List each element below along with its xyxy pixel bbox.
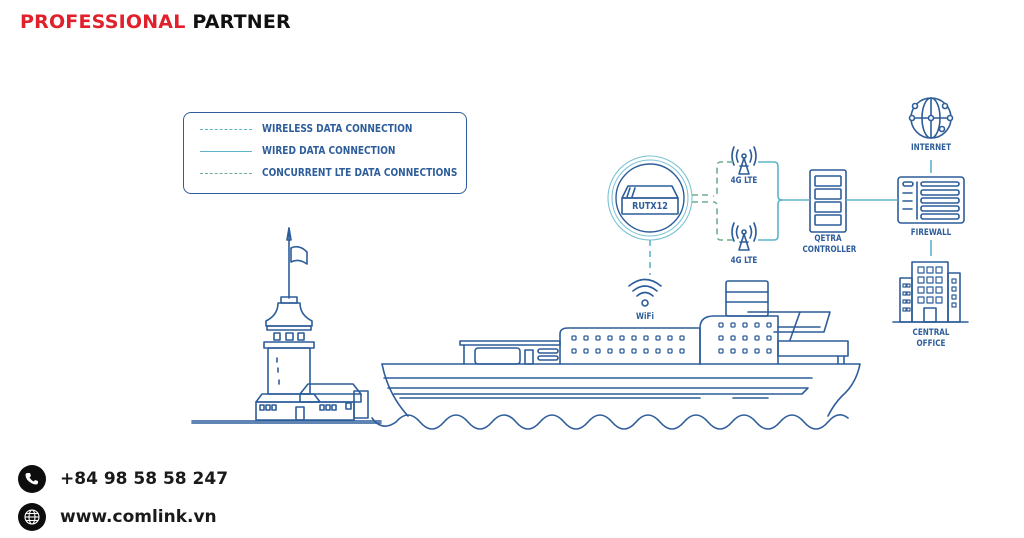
firewall-label: FIREWALL bbox=[910, 228, 952, 238]
legend-label: CONCURRENT LTE DATA CONNECTIONS bbox=[262, 167, 458, 179]
phone-icon bbox=[18, 465, 46, 493]
office-building-icon bbox=[892, 261, 969, 323]
tower-illustration bbox=[191, 227, 382, 424]
router-label: RUTX12 bbox=[632, 201, 668, 212]
ship-illustration bbox=[371, 280, 861, 430]
website-url: www.comlink.vn bbox=[60, 507, 217, 527]
controller-label-line1: QETRA bbox=[814, 234, 842, 244]
brand-title: PROFESSIONAL PARTNER bbox=[20, 11, 291, 33]
cell-tower-icon-top bbox=[731, 146, 757, 175]
contact-website[interactable]: www.comlink.vn bbox=[18, 503, 217, 531]
wifi-label: WiFi bbox=[636, 312, 654, 322]
dashed-line-swatch bbox=[200, 172, 252, 174]
tower-label-bottom: 4G LTE bbox=[730, 256, 758, 266]
globe-icon bbox=[18, 503, 46, 531]
phone-number: +84 98 58 58 247 bbox=[60, 469, 229, 489]
office-label-line2: OFFICE bbox=[916, 339, 946, 349]
legend-label: WIRED DATA CONNECTION bbox=[262, 145, 396, 157]
office-label-line1: CENTRAL bbox=[912, 328, 950, 338]
server-icon bbox=[809, 169, 847, 233]
brand-title-red: PROFESSIONAL bbox=[20, 11, 186, 33]
dashed-line-swatch bbox=[200, 128, 252, 130]
brand-title-black: PARTNER bbox=[192, 11, 291, 33]
legend-item-lte: CONCURRENT LTE DATA CONNECTIONS bbox=[200, 167, 489, 179]
legend-item-wired: WIRED DATA CONNECTION bbox=[200, 145, 417, 157]
firewall-icon bbox=[897, 176, 965, 224]
globe-network-icon bbox=[908, 97, 954, 139]
wifi-icon bbox=[628, 278, 662, 307]
controller-label: QETRA CONTROLLER bbox=[802, 234, 857, 256]
legend-item-wireless: WIRELESS DATA CONNECTION bbox=[200, 123, 437, 135]
solid-line-swatch bbox=[200, 150, 252, 152]
controller-label-line2: CONTROLLER bbox=[802, 245, 857, 255]
legend: WIRELESS DATA CONNECTION WIRED DATA CONN… bbox=[183, 112, 467, 194]
router-icon bbox=[607, 155, 693, 241]
office-label: CENTRAL OFFICE bbox=[906, 328, 957, 350]
tower-label-top: 4G LTE bbox=[730, 176, 758, 186]
cell-tower-icon-bottom bbox=[731, 222, 757, 251]
contact-phone[interactable]: +84 98 58 58 247 bbox=[18, 465, 228, 493]
legend-label: WIRELESS DATA CONNECTION bbox=[262, 123, 413, 135]
internet-label: INTERNET bbox=[910, 143, 952, 153]
